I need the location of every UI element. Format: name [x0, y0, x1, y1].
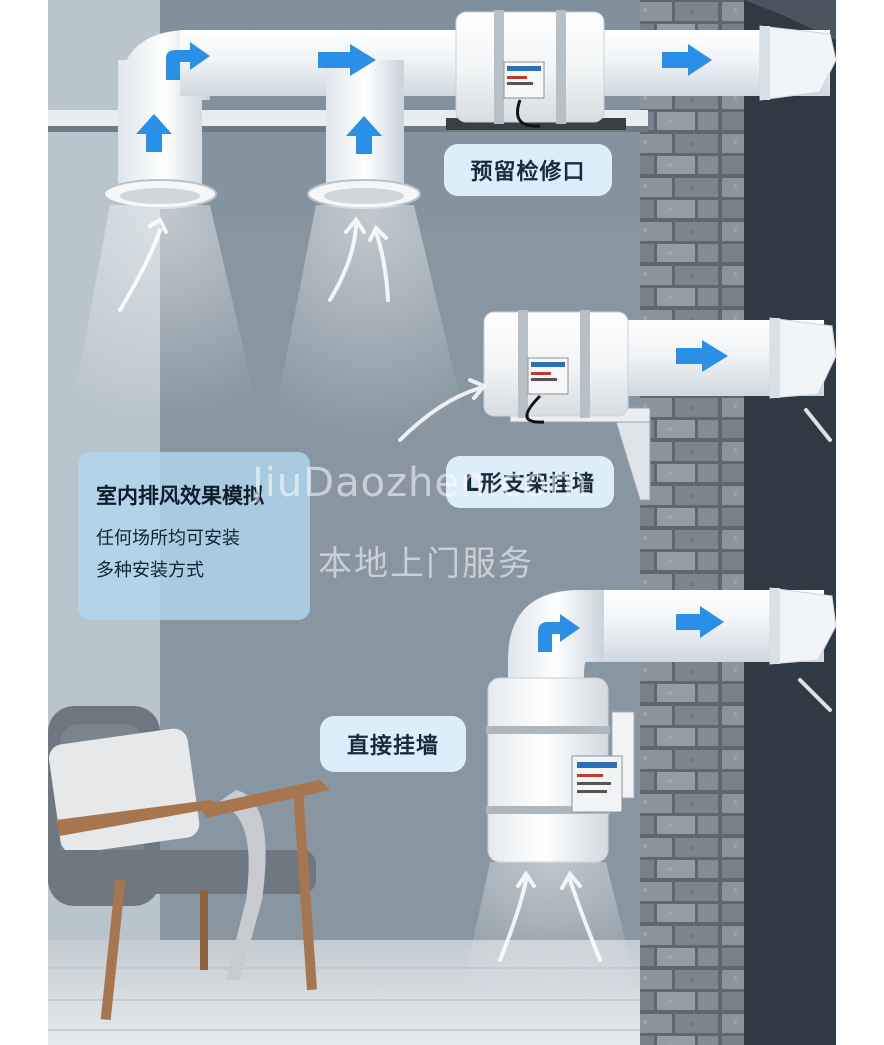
callout-l-bracket: L形支架挂墙 [446, 456, 614, 508]
roof-edge [744, 0, 836, 40]
ceiling-grille-left [103, 179, 217, 209]
inline-fan-middle [483, 310, 629, 424]
info-title: 室内排风效果模拟 [96, 484, 264, 508]
watermark-site: JiuDaozhen.com [252, 460, 589, 506]
info-box: 室内排风效果模拟 任何场所均可安装 多种安装方式 [78, 452, 310, 620]
info-line-install-anywhere: 任何场所均可安装 [96, 528, 240, 549]
armchair [48, 706, 330, 1021]
white-arrow-icon [118, 216, 832, 962]
dark-exterior-wall [744, 0, 836, 1045]
inline-fan-top [446, 10, 626, 130]
ceiling-grille-middle [307, 179, 421, 209]
callout-direct-wall: 直接挂墙 [320, 716, 466, 772]
airflow-mist-middle [270, 205, 470, 440]
watermark-service: 本地上门服务 [318, 544, 534, 584]
ceiling-duct-system [118, 25, 837, 190]
callout-inspection-port: 预留检修口 [444, 144, 612, 196]
inline-fan-bottom [486, 677, 635, 863]
wall-duct-bottom [508, 587, 837, 690]
info-line-install-methods: 多种安装方式 [96, 560, 204, 581]
blue-arrow-icon [136, 42, 728, 652]
airflow-mist-bottom [460, 862, 640, 1000]
airflow-mist-left [70, 205, 260, 420]
stone-wall [640, 0, 744, 1045]
